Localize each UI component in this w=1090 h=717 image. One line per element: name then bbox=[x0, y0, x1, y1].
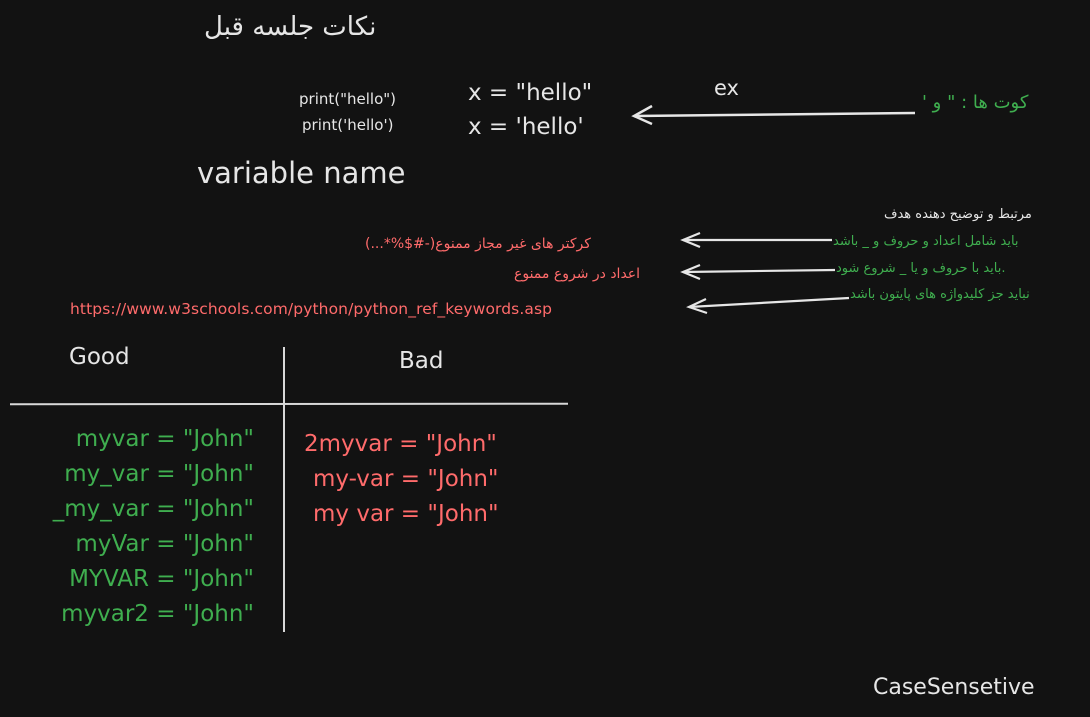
list-item: _my_var = "John" bbox=[52, 496, 254, 522]
list-item: 2myvar = "John" bbox=[304, 431, 497, 457]
rule-3-note-link[interactable]: https://www.w3schools.com/python/python_… bbox=[70, 300, 553, 318]
table-vertical-divider bbox=[283, 347, 285, 632]
page-title: نکات جلسه قبل bbox=[204, 12, 377, 42]
quotes-label: کوت ها : " و ' bbox=[922, 92, 1029, 113]
good-examples-list: myvar = "John" my_var = "John" _my_var =… bbox=[53, 422, 254, 632]
bad-examples-list: 2myvar = "John" my-var = "John" my var =… bbox=[304, 427, 499, 532]
rule-2: .باید با حروف و یا _ شروع شود bbox=[836, 261, 1006, 276]
list-item: myvar2 = "John" bbox=[61, 601, 254, 627]
rule-2-note: اعداد در شروع ممنوع bbox=[514, 266, 641, 282]
rule-1: باید شامل اعداد و حروف و _ باشد bbox=[833, 234, 1019, 249]
list-item: my-var = "John" bbox=[313, 466, 499, 492]
assign-double-quote: x = "hello" bbox=[468, 80, 593, 106]
good-header: Good bbox=[69, 344, 130, 370]
rules-header: مرتبط و توضیح دهنده هدف bbox=[884, 207, 1032, 222]
assign-single-quote: x = 'hello' bbox=[468, 114, 584, 140]
rule-3: نباید جز کلیدواژه های پایتون باشد bbox=[850, 287, 1030, 302]
list-item: my var = "John" bbox=[313, 501, 499, 527]
case-sensitive-label: CaseSensetive bbox=[873, 675, 1035, 700]
arrow-left-icon bbox=[631, 104, 916, 126]
variable-name-heading: variable name bbox=[197, 156, 406, 190]
arrow-left-icon bbox=[680, 231, 832, 249]
bad-header: Bad bbox=[399, 348, 444, 374]
list-item: my_var = "John" bbox=[64, 461, 254, 487]
rule-1-note: کرکتر های غیر مجاز ممنوع(-#$%*...) bbox=[365, 236, 591, 252]
list-item: MYVAR = "John" bbox=[69, 566, 254, 592]
table-horizontal-divider bbox=[9, 402, 569, 406]
list-item: myvar = "John" bbox=[75, 426, 254, 452]
print-single-quote: print('hello') bbox=[302, 116, 394, 134]
print-double-quote: print("hello") bbox=[299, 90, 396, 108]
arrow-left-icon bbox=[686, 296, 850, 315]
list-item: myVar = "John" bbox=[75, 531, 254, 557]
arrow-left-icon bbox=[680, 263, 836, 281]
ex-label: ex bbox=[714, 76, 739, 100]
